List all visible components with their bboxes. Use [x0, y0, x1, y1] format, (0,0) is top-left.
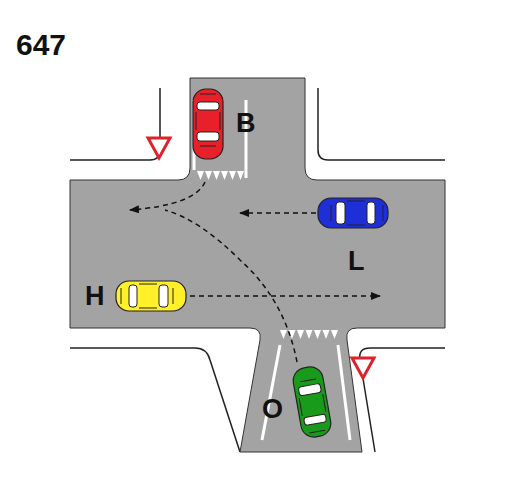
yield-tooth [221, 171, 228, 180]
yield-tooth [237, 171, 244, 180]
car [291, 365, 333, 439]
yield-tooth [229, 171, 236, 180]
yield-tooth [205, 171, 212, 180]
yield-tooth [331, 330, 338, 339]
yield-tooth [314, 330, 321, 339]
yield-sign [352, 358, 374, 378]
car-label: L [348, 248, 365, 275]
car-paths [130, 182, 380, 362]
car-label: O [262, 396, 283, 423]
car-label: H [85, 283, 105, 310]
yield-tooth [197, 171, 204, 180]
car [193, 89, 223, 159]
car [318, 198, 388, 228]
yield-sign [148, 138, 170, 158]
car-label: B [236, 110, 256, 137]
yield-tooth [280, 330, 287, 339]
car [116, 281, 186, 311]
yield-tooth [213, 171, 220, 180]
yield-teeth [197, 171, 338, 339]
road [70, 78, 445, 452]
yield-tooth [323, 330, 330, 339]
yield-tooth [297, 330, 304, 339]
question-number: 647 [16, 30, 66, 60]
yield-tooth [306, 330, 313, 339]
